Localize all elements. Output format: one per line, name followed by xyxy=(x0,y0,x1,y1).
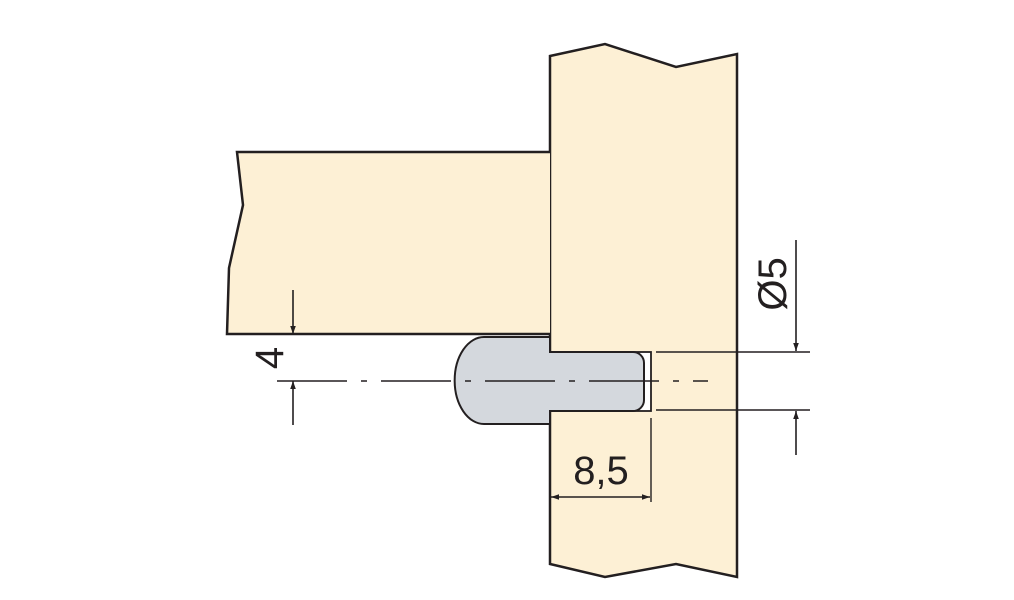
offset-label: 4 xyxy=(248,347,292,369)
offset-dimension: 4 xyxy=(248,290,296,425)
diameter-label: Ø5 xyxy=(751,257,795,310)
diameter-dimension: Ø5 xyxy=(656,240,810,455)
depth-label: 8,5 xyxy=(573,449,629,493)
side-panel xyxy=(548,42,739,579)
shelf-board xyxy=(225,150,550,336)
depth-dimension: 8,5 xyxy=(551,418,652,502)
